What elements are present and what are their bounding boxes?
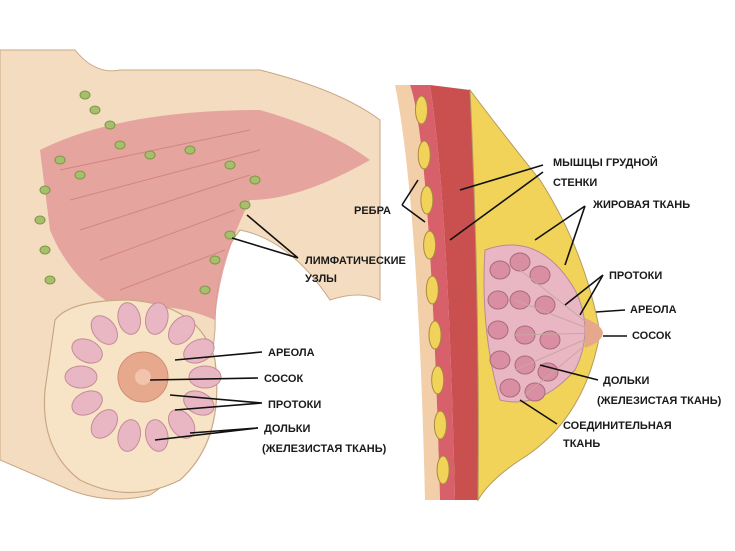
lobule	[509, 290, 531, 310]
lobule	[71, 338, 103, 364]
lobule	[64, 365, 98, 389]
lobule	[90, 409, 119, 439]
lobule	[167, 315, 196, 345]
label-connective-tissue: СОЕДИНИТЕЛЬНАЯ	[563, 420, 672, 432]
label-areola-front: АРЕОЛА	[268, 347, 315, 359]
lobules-side	[487, 252, 561, 402]
label-areola-side: АРЕОЛА	[630, 304, 677, 316]
label-chest-muscles-2: СТЕНКИ	[553, 177, 597, 189]
chest-wall-skin	[395, 85, 440, 500]
lobule	[90, 315, 119, 345]
ribs	[415, 95, 450, 485]
lobule	[487, 320, 509, 340]
lymph-node	[79, 90, 91, 100]
label-chest-muscles: МЫШЦЫ ГРУДНОЙ	[553, 156, 658, 169]
lymph-node	[54, 155, 66, 165]
lobule	[117, 419, 142, 452]
label-connective-tissue-2: ТКАНЬ	[563, 438, 600, 450]
lymph-node	[114, 140, 126, 150]
lymph-node	[144, 150, 156, 160]
label-nipple-side: СОСОК	[632, 330, 671, 342]
label-lobules-side: ДОЛЬКИ	[603, 375, 649, 387]
pectoral-muscle	[40, 110, 370, 320]
lymph-node	[224, 230, 236, 240]
label-nipple-front: СОСОК	[264, 373, 303, 385]
lymph-node	[209, 255, 221, 265]
lymph-node	[199, 285, 211, 295]
lymph-node	[34, 215, 46, 225]
nipple-side	[585, 318, 603, 348]
lymph-node	[74, 170, 86, 180]
lobule	[71, 390, 103, 416]
lymph-node	[104, 120, 116, 130]
label-ribs: РЕБРА	[354, 205, 391, 217]
label-ducts-side: ПРОТОКИ	[609, 270, 662, 282]
rib	[417, 140, 431, 170]
rib	[428, 320, 442, 350]
rib	[423, 230, 437, 260]
rib	[433, 410, 447, 440]
rib	[436, 455, 450, 485]
lymph-node	[249, 175, 261, 185]
lobule	[144, 302, 169, 335]
lymph-nodes	[34, 90, 261, 295]
lobule	[489, 260, 511, 280]
rib	[420, 185, 434, 215]
muscle-fibers	[59, 129, 261, 291]
lobule	[539, 330, 561, 350]
lymph-node	[184, 145, 196, 155]
lymph-node	[39, 185, 51, 195]
lobule	[188, 365, 222, 389]
lobule	[144, 419, 169, 452]
cross-section-illustration	[395, 85, 603, 502]
lymph-node	[224, 160, 236, 170]
label-fat-tissue: ЖИРОВАЯ ТКАНЬ	[592, 199, 690, 211]
rib	[415, 95, 428, 125]
lobule	[524, 382, 546, 402]
rib	[425, 275, 439, 305]
lobule	[529, 265, 551, 285]
lobule	[509, 252, 531, 272]
lobule	[489, 350, 511, 370]
lymph-node	[239, 200, 251, 210]
label-lymph-nodes-2: УЗЛЫ	[305, 273, 337, 285]
front-view-illustration	[0, 49, 381, 500]
rib	[431, 365, 445, 395]
leader-lines	[149, 164, 627, 441]
lymph-node	[39, 245, 51, 255]
lobule	[537, 362, 559, 382]
label-lobules-side-2: (ЖЕЛЕЗИСТАЯ ТКАНЬ)	[597, 395, 722, 407]
lobule	[499, 378, 521, 398]
labels: ЛИМФАТИЧЕСКИЕ УЗЛЫ АРЕОЛА СОСОК ПРОТОКИ …	[262, 156, 722, 455]
lobule	[117, 302, 142, 335]
label-lobules-front: ДОЛЬКИ	[264, 423, 310, 435]
label-lymph-nodes: ЛИМФАТИЧЕСКИЕ	[305, 255, 406, 267]
lymph-node	[44, 275, 56, 285]
lobule	[514, 355, 536, 375]
label-ducts-front: ПРОТОКИ	[268, 399, 321, 411]
nipple-front	[135, 369, 151, 385]
lobules-front	[64, 302, 222, 452]
lobule	[487, 290, 509, 310]
label-lobules-front-2: (ЖЕЛЕЗИСТАЯ ТКАНЬ)	[262, 443, 387, 455]
lymph-node	[89, 105, 101, 115]
